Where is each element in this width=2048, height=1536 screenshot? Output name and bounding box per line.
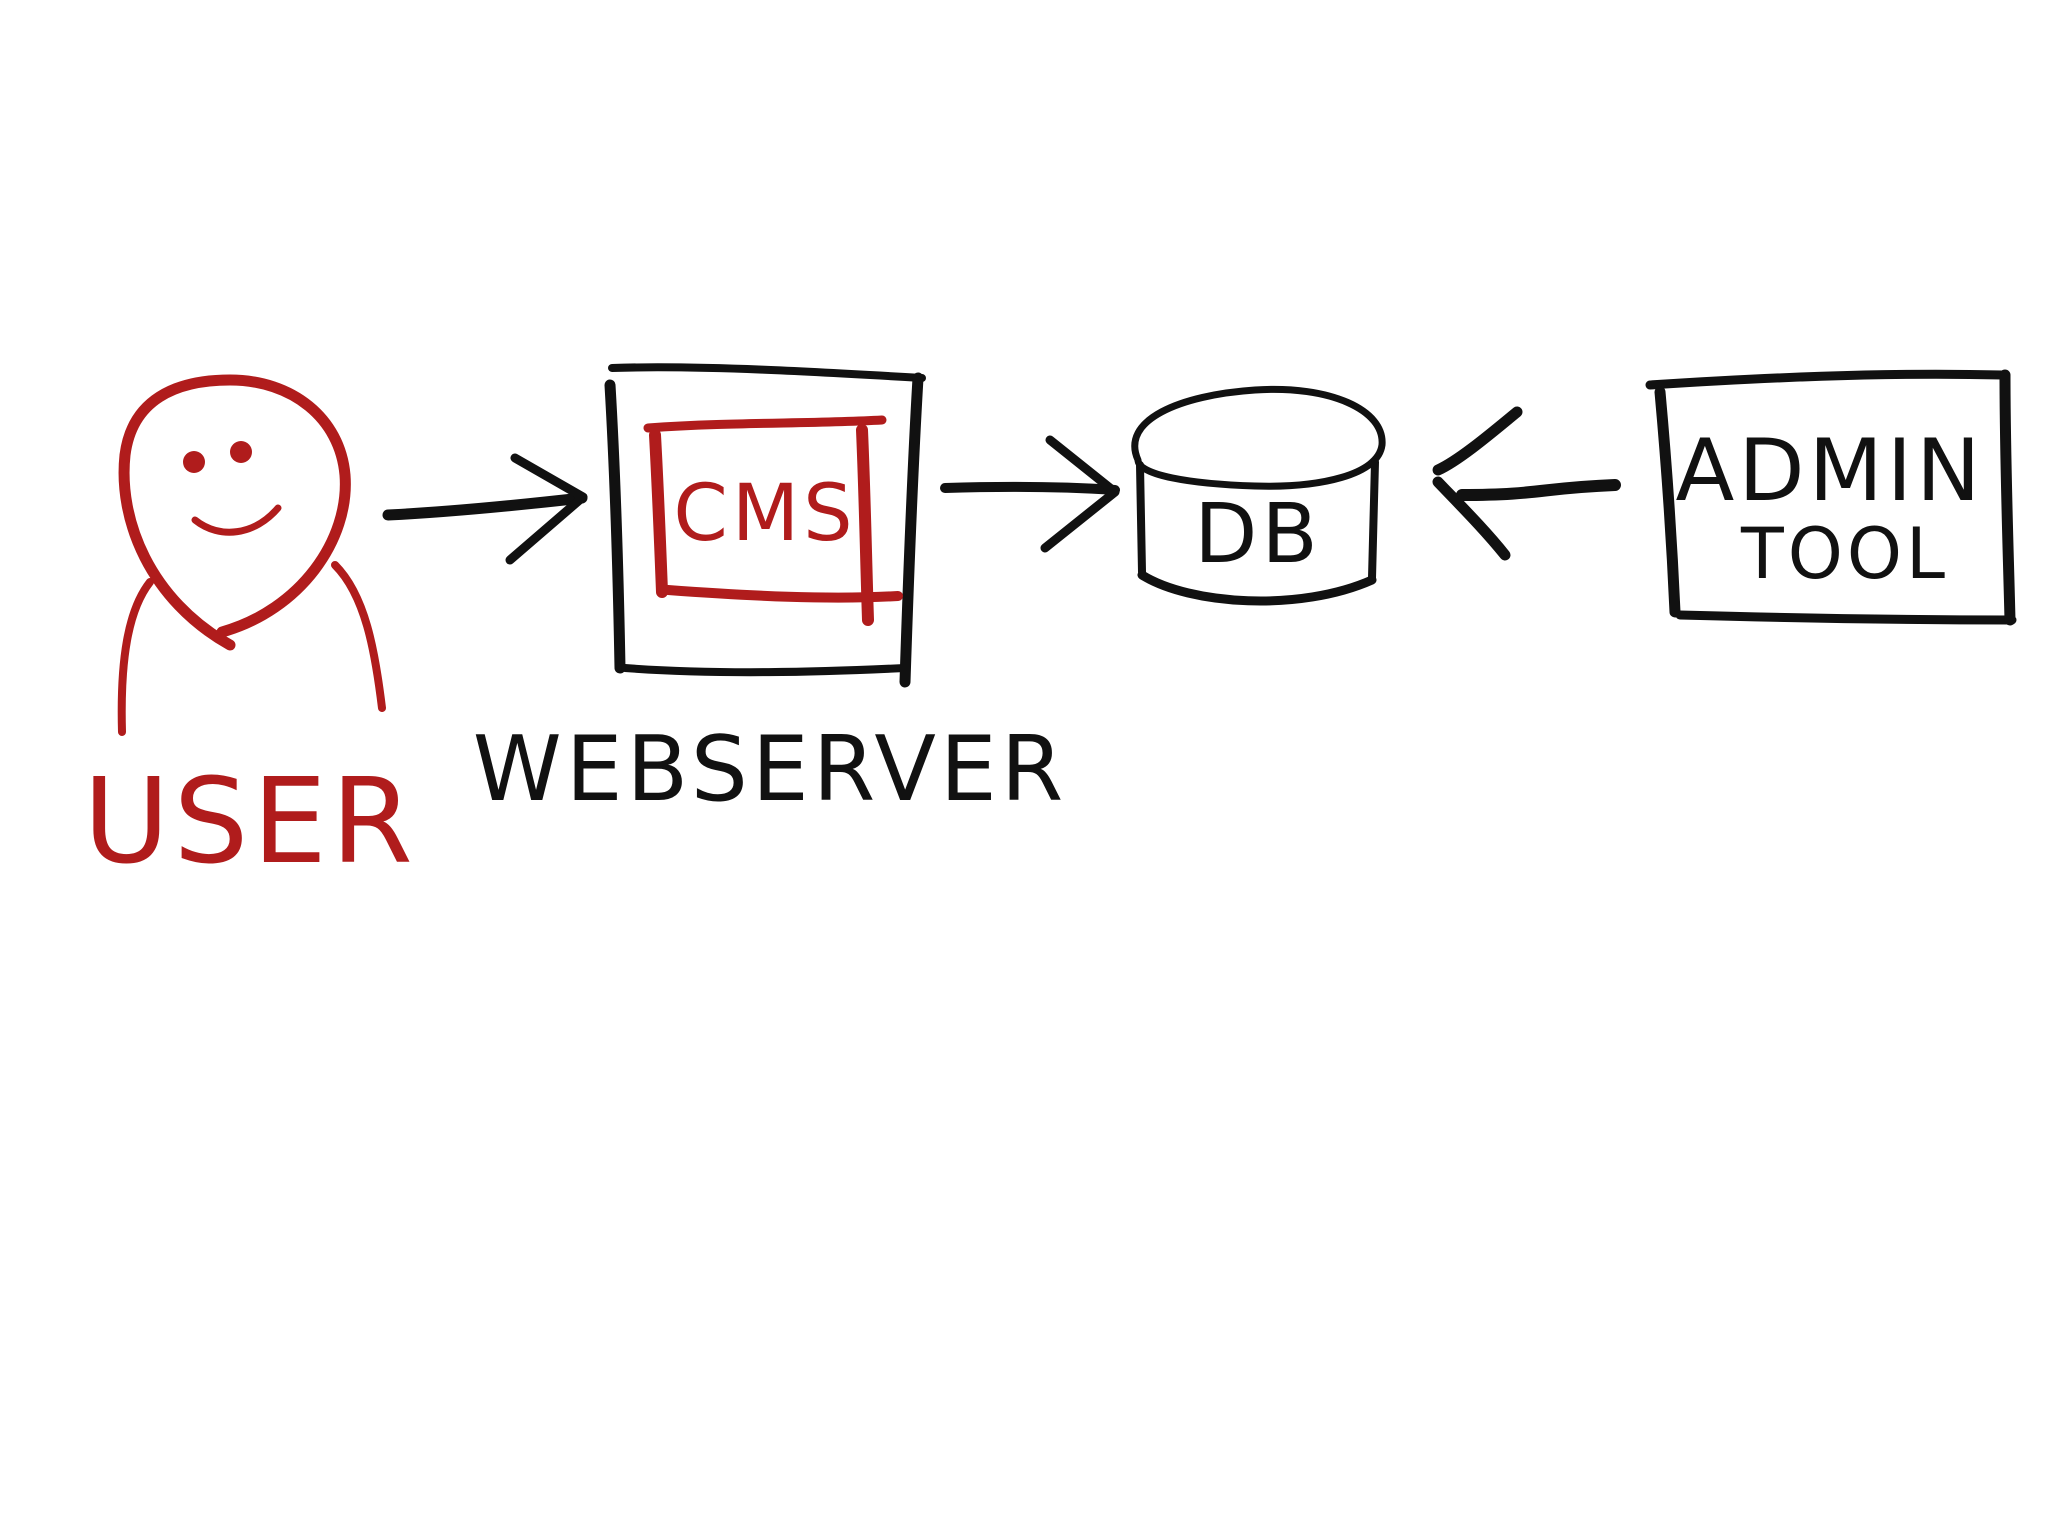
arrow-webserver-to-db — [940, 435, 1120, 553]
user-label: USER — [83, 752, 417, 890]
admin-tool-label-line1: ADMIN — [1676, 421, 1985, 521]
webserver-box — [604, 363, 926, 688]
arrow-user-to-webserver — [382, 453, 588, 565]
admin-tool-node: ADMIN TOOL — [1645, 369, 2017, 626]
user-node: USER — [83, 374, 417, 890]
cms-label: CMS — [673, 469, 856, 559]
db-label: DB — [1194, 487, 1321, 582]
cms-box — [643, 415, 903, 626]
database-icon — [1131, 385, 1386, 606]
webserver-label: WEBSERVER — [473, 717, 1068, 822]
admin-tool-box — [1645, 369, 2017, 626]
arrow-admin-to-db — [1432, 406, 1621, 561]
webserver-node: CMS WEBSERVER — [473, 363, 1068, 822]
admin-tool-label-line2: TOOL — [1740, 513, 1949, 595]
person-icon — [117, 374, 386, 736]
db-node: DB — [1131, 385, 1386, 606]
